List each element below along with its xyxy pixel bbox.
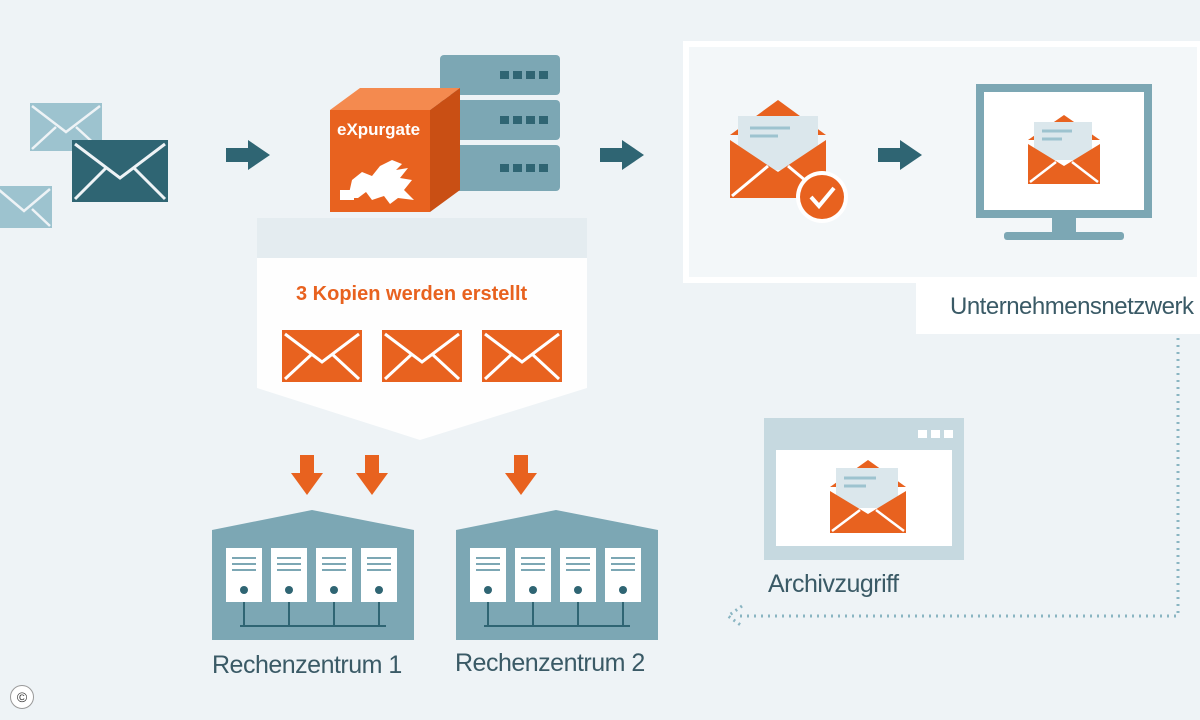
- verified-email-icon: [730, 100, 848, 223]
- network-label: Unternehmensnetzwerk: [950, 293, 1194, 320]
- incoming-envelope-dark: [72, 140, 168, 202]
- datacenter-2-label: Rechenzentrum 2: [455, 649, 645, 677]
- datacenter-1-building: [212, 510, 414, 640]
- expurgate-cube: [330, 88, 460, 212]
- copyright-badge: ©: [10, 685, 34, 709]
- datacenter-2-building: [456, 510, 658, 640]
- copies-label: 3 Kopien werden erstellt: [296, 283, 528, 305]
- copies-panel: [257, 218, 587, 440]
- copy-envelope-1-icon: [280, 328, 364, 384]
- copy-envelope-3-icon: [480, 328, 564, 384]
- arrow-right-icon: [600, 140, 644, 170]
- arrow-right-icon: [226, 140, 270, 170]
- archive-window-icon: [764, 418, 964, 560]
- griffin-logo-icon: [340, 160, 414, 204]
- server-rack: [440, 55, 560, 191]
- arrow-down-icon: [291, 455, 323, 495]
- archive-access-path: [725, 338, 1180, 628]
- incoming-envelope-light-bottom: [0, 186, 52, 228]
- copy-envelope-2-icon: [380, 328, 464, 384]
- monitor-icon: [976, 84, 1152, 240]
- expurgate-brand-label: eXpurgate: [337, 120, 421, 139]
- datacenter-1-label: Rechenzentrum 1: [212, 651, 402, 679]
- arrow-down-icon: [505, 455, 537, 495]
- arrow-down-icon: [356, 455, 388, 495]
- archive-label: Archivzugriff: [768, 570, 899, 598]
